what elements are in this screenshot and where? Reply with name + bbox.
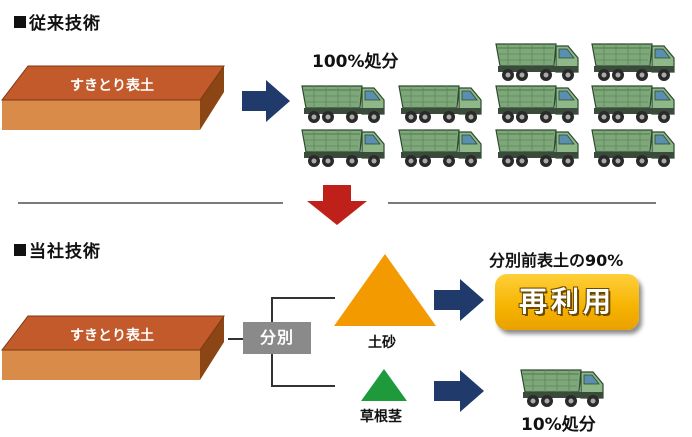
dump-truck-icon (398, 129, 482, 168)
dump-truck-icon (591, 85, 675, 124)
disposal-label-10: 10%処分 (521, 415, 596, 435)
truck-fleet (301, 43, 675, 168)
soil-slab-icon: すきとり表土 (1, 315, 225, 381)
dump-truck-icon (398, 85, 482, 124)
arrow-right-icon (434, 370, 484, 412)
ours-heading: 当社技術 (14, 237, 101, 262)
disposal-label-100: 100%処分 (312, 52, 399, 72)
soil-slab-icon: すきとり表土 (1, 65, 225, 131)
dump-truck-icon (520, 369, 604, 408)
arrow-down-icon (307, 185, 367, 225)
square-bullet-icon (14, 16, 26, 28)
reuse-ratio-label: 分別前表土の90% (489, 251, 624, 270)
divider-left (18, 202, 283, 204)
divider-right (388, 202, 656, 204)
slab-label: すきとり表土 (70, 327, 154, 344)
slab-label: すきとり表土 (70, 77, 154, 94)
dump-truck-icon (495, 85, 579, 124)
sand-label: 土砂 (368, 335, 396, 351)
reuse-badge: 再利用 (495, 274, 639, 330)
arrow-right-icon (242, 80, 290, 122)
dump-truck-icon (495, 129, 579, 168)
conventional-heading: 従来技術 (14, 9, 101, 34)
dump-truck-icon (591, 43, 675, 82)
sand-triangle-icon (334, 254, 436, 326)
arrow-right-icon (434, 279, 484, 321)
dump-truck-icon (591, 129, 675, 168)
dump-truck-icon (495, 43, 579, 82)
dump-truck-icon (301, 129, 385, 168)
square-bullet-icon (14, 244, 26, 256)
plant-triangle-icon (361, 369, 407, 401)
separation-badge: 分別 (243, 322, 311, 354)
dump-truck-icon (301, 85, 385, 124)
plant-label: 草根茎 (360, 409, 402, 425)
